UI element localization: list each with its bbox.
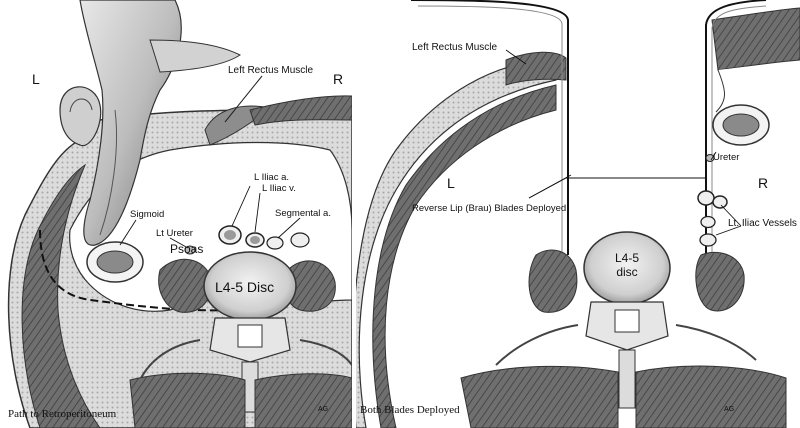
label-sigmoid: Sigmoid bbox=[130, 209, 164, 220]
label-disc-bottom: disc bbox=[616, 265, 637, 279]
back-muscle-left bbox=[129, 372, 246, 428]
label-l-iliac-a: L Iliac a. bbox=[254, 172, 289, 183]
sigmoid-colon bbox=[86, 241, 144, 283]
back-muscle-right bbox=[254, 373, 352, 428]
panel-divider bbox=[352, 0, 356, 428]
iliac-vessels bbox=[218, 225, 310, 250]
label-iliac-vessels: Lt. Iliac Vessels bbox=[728, 218, 797, 229]
caption-right: Both Blades Deployed bbox=[360, 404, 460, 416]
right-organ bbox=[712, 69, 770, 146]
psoas-muscle bbox=[158, 258, 212, 313]
psoas-muscle-left bbox=[528, 249, 578, 313]
label-ureter: Ureter bbox=[713, 152, 739, 163]
label-lt-ureter: Lt Ureter bbox=[156, 228, 193, 239]
body-wall bbox=[356, 7, 800, 428]
leader-lines bbox=[505, 49, 742, 236]
side-label-l: L bbox=[32, 71, 40, 87]
right-panel: Left Rectus Muscle L R Ureter Reverse Li… bbox=[356, 0, 800, 428]
leader-lines bbox=[119, 185, 301, 249]
label-left-rectus: Left Rectus Muscle bbox=[412, 42, 497, 53]
label-segmental: Segmental a. bbox=[275, 208, 331, 219]
ureter bbox=[705, 154, 715, 162]
side-label-r: R bbox=[333, 71, 343, 87]
iliac-vessels bbox=[697, 190, 728, 247]
caption-left: Path to Retroperitoneum bbox=[8, 408, 117, 420]
back-muscle-right bbox=[635, 365, 787, 428]
label-left-rectus: Left Rectus Muscle bbox=[228, 65, 313, 76]
surgeon-hand bbox=[79, 0, 241, 246]
retractor-blades bbox=[410, 0, 767, 255]
side-label-r: R bbox=[758, 175, 768, 191]
right-abdominal-layer bbox=[249, 95, 352, 126]
vertebra bbox=[495, 301, 757, 409]
label-disc: L4-5 Disc bbox=[215, 279, 274, 295]
side-label-l: L bbox=[447, 175, 455, 191]
signature-left: AG bbox=[318, 406, 328, 413]
label-psoas: Psoas bbox=[170, 242, 203, 256]
psoas-muscle-right bbox=[695, 251, 745, 312]
back-muscle-left bbox=[460, 365, 619, 428]
signature-right: AG bbox=[724, 406, 734, 413]
label-disc-top: L4-5 bbox=[615, 251, 639, 265]
label-blades: Reverse Lip (Brau) Blades Deployed bbox=[412, 203, 566, 214]
left-rectus-muscle bbox=[505, 51, 567, 86]
left-panel: L R Left Rectus Muscle L Iliac a. L Ilia… bbox=[0, 0, 352, 428]
right-illustration: Left Rectus Muscle L R Ureter Reverse Li… bbox=[356, 0, 800, 428]
left-illustration: L R Left Rectus Muscle L Iliac a. L Ilia… bbox=[7, 0, 352, 428]
label-l-iliac-v: L Iliac v. bbox=[262, 183, 296, 194]
vertebra bbox=[139, 317, 352, 413]
